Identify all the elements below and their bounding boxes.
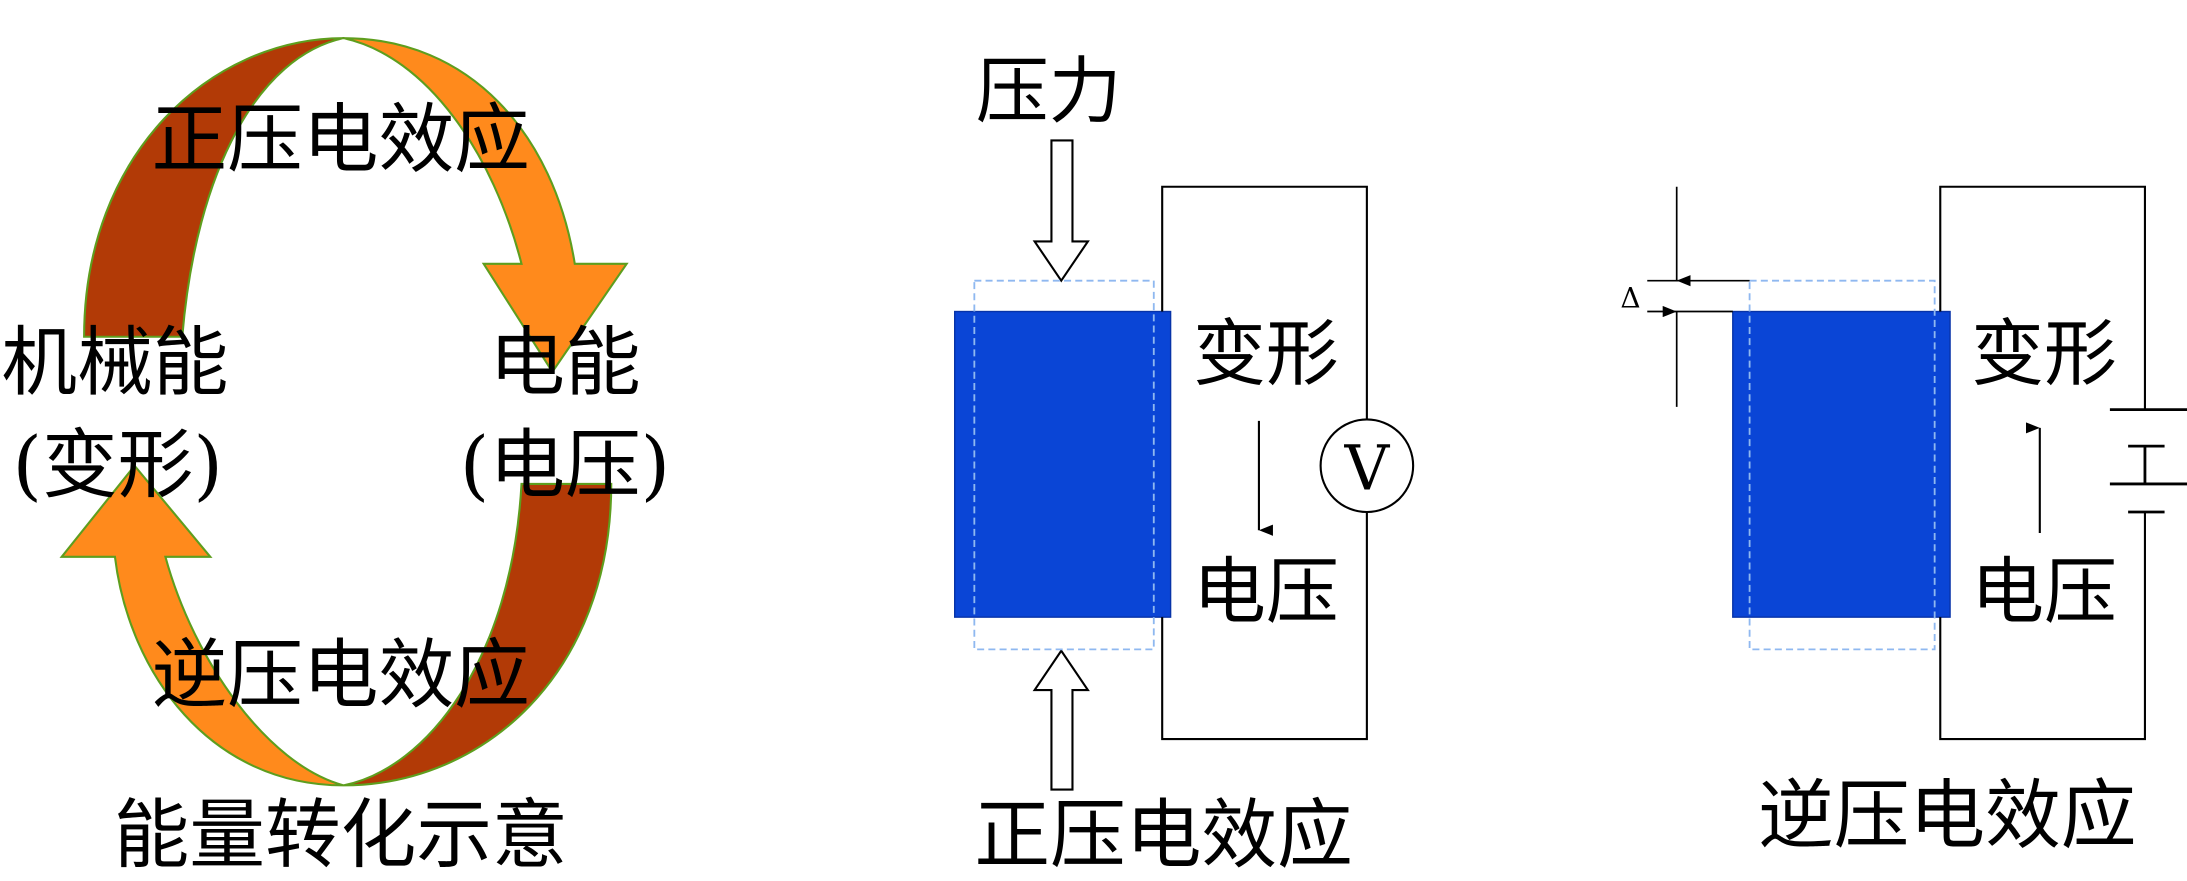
crystal-block [954,310,1172,618]
direct-caption: 正压电效应 [974,791,1352,879]
forward-arrow-back [83,37,344,338]
reverse-arrow-icon [59,464,344,787]
electric-energy-label: 电能 [489,319,640,407]
cycle-caption: 能量转化示意 [114,791,568,879]
crystal-block [1732,310,1951,618]
voltage-label: 电压 [1193,550,1339,635]
circuit-wire [1161,185,1368,741]
deformation-label: (变形) [13,421,223,509]
displacement-indicator [1647,186,1750,407]
force-up-arrow-icon [1032,648,1090,791]
mechanical-energy-label: 机械能 [1,319,228,407]
voltmeter-icon [1319,418,1415,514]
energy-cycle: 正压电效应 逆压电效应 机械能 (变形) 电能 (电压) 能量转化示意 [1,37,670,879]
voltmeter-label: V [1344,433,1391,505]
delta-label: Δ [1620,281,1640,314]
voltage-label: 电压 [1971,550,2117,635]
deform-label: 变形 [1971,312,2117,397]
original-outline [1748,279,1936,651]
deform-label: 变形 [1193,312,1339,397]
battery-icon [2109,408,2187,514]
converse-effect-label: 逆压电效应 [151,631,529,719]
direct-effect-label: 正压电效应 [151,96,529,184]
force-label: 压力 [976,50,1122,135]
reverse-arrow-back [343,482,613,787]
voltage-label: (电压) [460,421,670,509]
converse-effect-diagram: Δ 变形 电压 逆压电效应 [1620,185,2187,859]
forward-arrow-icon [343,37,629,374]
direct-effect-diagram: 压力 V 变形 电压 正压电效应 [954,50,1415,879]
converse-caption: 逆压电效应 [1758,771,2136,859]
force-down-arrow-icon [1032,139,1090,283]
circuit-wire [1939,185,2146,741]
